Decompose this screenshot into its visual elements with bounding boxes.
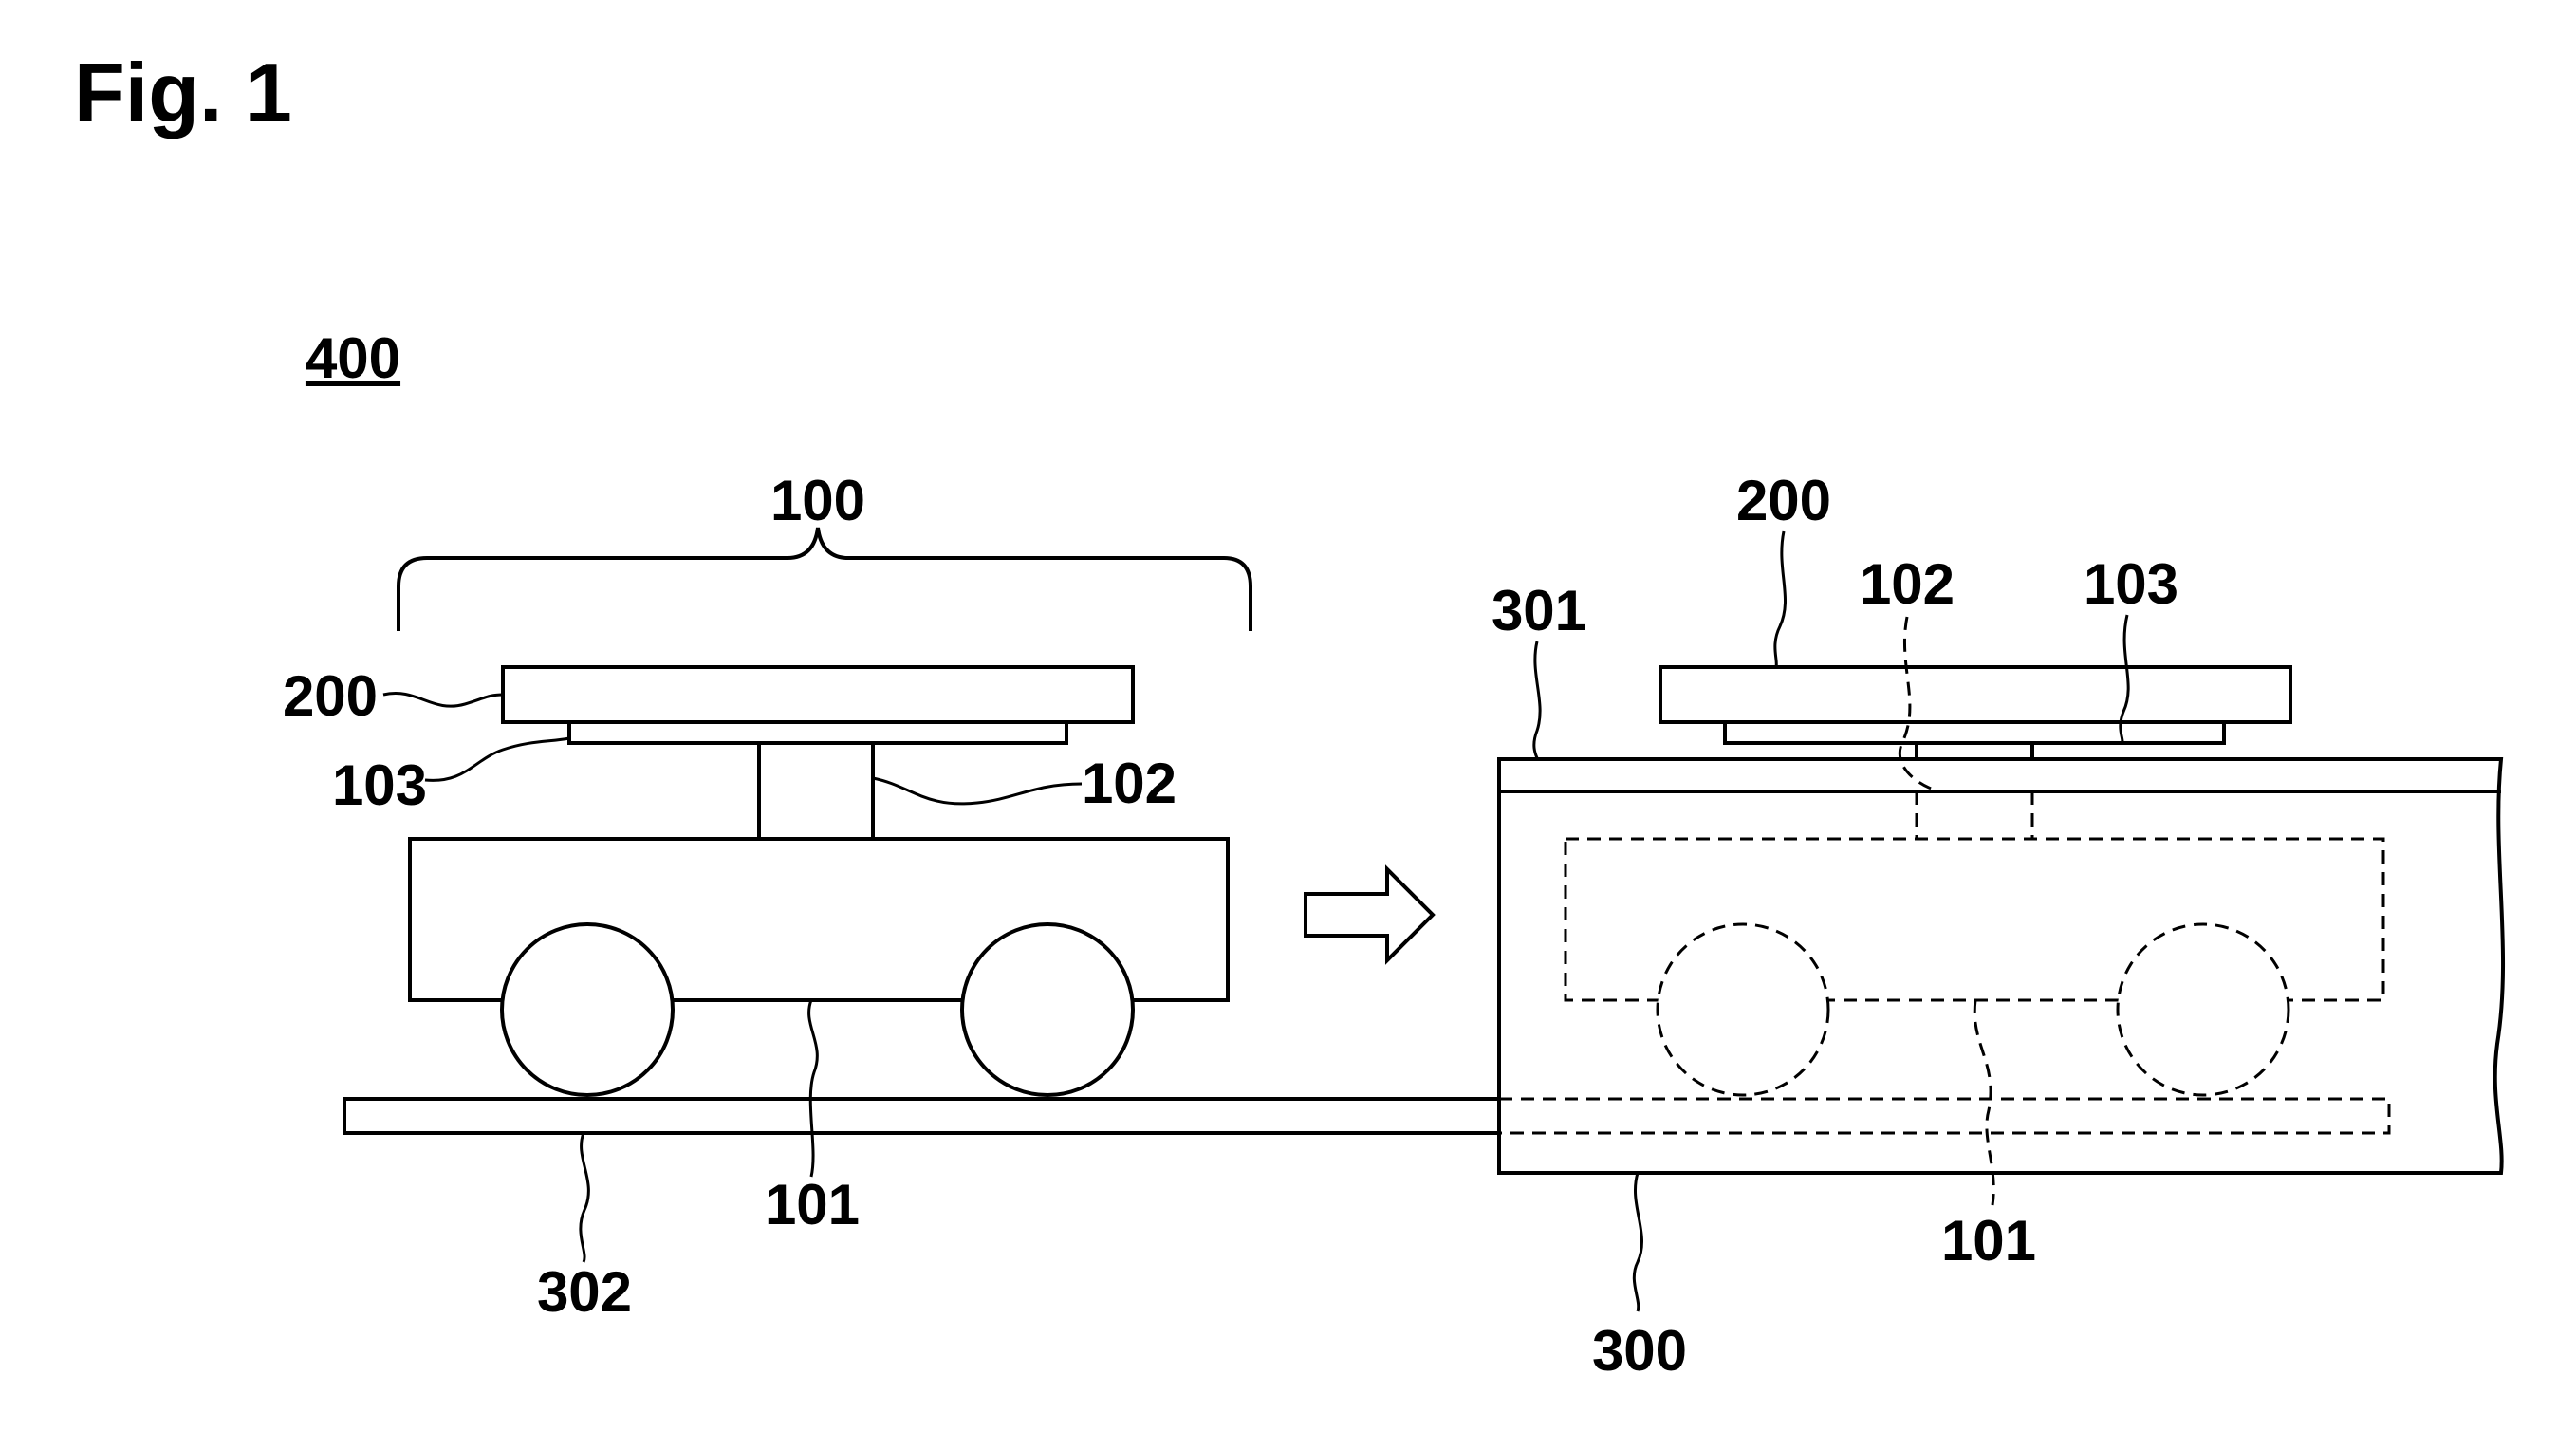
station-ref-label: 300	[1592, 1319, 1687, 1383]
leader-station-right	[1632, 1172, 1643, 1312]
leader-vehicle-right	[1973, 999, 1995, 1206]
hidden-wheel-left	[1656, 922, 1830, 1097]
top-ref-label: 301	[1492, 579, 1586, 642]
workpiece	[501, 665, 1135, 724]
leader-rail	[579, 1132, 590, 1263]
vehicle-wheel-left	[500, 922, 675, 1097]
hidden-column	[1915, 791, 2034, 839]
group-ref-label: 100	[770, 469, 865, 532]
figure-title: Fig. 1	[74, 46, 292, 139]
hidden-wheel-right	[2116, 922, 2290, 1097]
support-plate-right	[1723, 720, 2226, 745]
leader-workpiece	[382, 692, 504, 708]
station-housing	[1497, 757, 2506, 1175]
system-ref-label: 400	[306, 326, 400, 390]
left-view: 100 200 103 102 101 302	[283, 469, 1586, 1324]
plate-ref-label-right: 103	[2084, 552, 2178, 616]
rail-inside-station	[1499, 1097, 2391, 1135]
workpiece-ref-label-right: 200	[1736, 469, 1831, 532]
column-ref-label: 102	[1082, 752, 1177, 815]
workpiece-ref-label: 200	[283, 664, 378, 728]
plate-ref-label: 103	[332, 753, 427, 817]
rail	[343, 1097, 1586, 1135]
support-plate	[567, 720, 1068, 745]
workpiece-right	[1659, 665, 2292, 724]
vehicle-ref-label-right: 101	[1941, 1209, 2036, 1273]
leader-column-right	[1898, 616, 1942, 793]
leader-workpiece-right	[1773, 530, 1787, 668]
right-view: 200 301 102 103 101 300	[1492, 469, 2506, 1383]
group-brace	[397, 527, 1252, 631]
leader-plate-right	[2119, 614, 2130, 746]
column-ref-label-right: 102	[1860, 552, 1955, 616]
transfer-arrow	[1304, 864, 1436, 965]
rail-ref-label: 302	[537, 1260, 632, 1324]
leader-column	[872, 776, 1083, 806]
lift-column	[757, 740, 875, 841]
leader-plate	[424, 736, 570, 782]
vehicle-wheel-right	[960, 922, 1135, 1097]
leader-top-right	[1532, 641, 1542, 761]
leader-vehicle	[807, 999, 819, 1178]
vehicle-ref-label: 101	[765, 1173, 860, 1236]
